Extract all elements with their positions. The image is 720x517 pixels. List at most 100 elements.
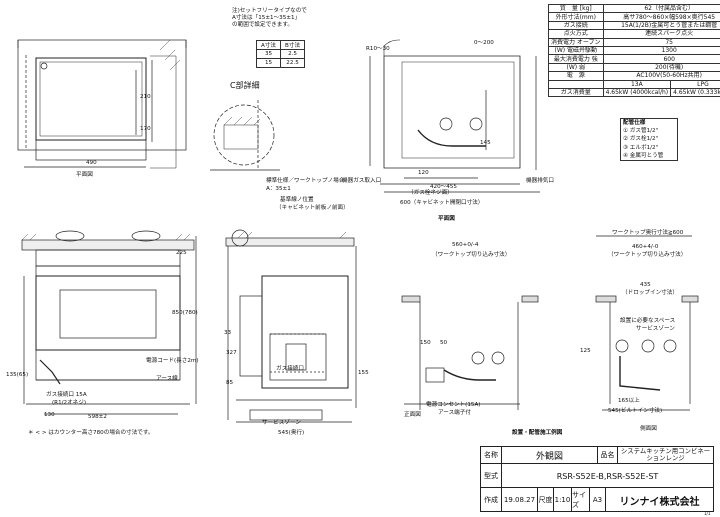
name-label: 名称 [481, 447, 501, 463]
worktop-depth-label: ワークトップ奥行寸法≧600 [612, 230, 683, 237]
service-zone-label: サービスゾーン [262, 420, 301, 427]
spec-row: 質 量 [kg]62（付属品含む） [549, 5, 720, 13]
title-row-model: 型式 RSR-S52E-B,RSR-S52E-ST [481, 463, 713, 488]
spec-key: 質 量 [kg] [549, 5, 604, 13]
service-zone-label-2: サービスゾーン [636, 326, 675, 333]
std-spec-label: 標準仕様／ワークトップノ場合 [266, 178, 344, 185]
spec-value: 15A(1/2B)金属可とう管または鋼管 [603, 21, 720, 29]
ab-header: B寸法 [281, 41, 305, 50]
dim-165: 165以上 [618, 398, 640, 405]
spec-key: (W) 電磁弁駆動 [549, 46, 604, 54]
dim-170: 170 [140, 126, 151, 133]
dim-327: 327 [226, 350, 237, 357]
gas-conn-label: ガス接続口 15A [46, 392, 87, 399]
spec-value: 高サ780～860×幅598×奥行545 [603, 13, 720, 21]
legend-item: ③ エルボ1/2" [623, 144, 675, 152]
worktop-cut-label: （ワークトップ切り込み寸法） [432, 252, 510, 259]
spec-value: 4.65kW (4000kcal/h) [603, 88, 671, 96]
spec-key: ガス消費量 [549, 88, 604, 96]
dim-135: 135(65) [6, 372, 28, 379]
spec-value: 200(待機) [603, 63, 720, 71]
ab-header: A寸法 [257, 41, 281, 50]
spec-key: 電 源 [549, 72, 604, 80]
space-label: 設置に必要なスペース [620, 318, 675, 325]
ab-cell: 2.5 [281, 50, 305, 59]
legend-item: ① ガス管1/2" [623, 127, 675, 135]
name-value: 外観図 [501, 447, 597, 463]
spec-value: 13A [603, 80, 671, 88]
side-view-label: 側面図 [640, 426, 657, 433]
cabinet-width-label: 600（キャビネット開閉口寸法） [400, 200, 483, 207]
drop-in-label: （ドロップイン寸法） [622, 290, 678, 297]
r-dim-label: R10～30 [366, 46, 390, 53]
spec-value: 連続スパーク点火 [603, 30, 720, 38]
plan-view-label: 平面図 [76, 172, 93, 179]
base-pos-label: 基準線ノ位置 [280, 197, 314, 204]
spec-value: 62（付属品含む） [603, 5, 720, 13]
dim-33: 33 [224, 330, 231, 337]
spec-key: 消費電力 オーブン [549, 38, 604, 46]
note-bottom: ＊ < > はカウンター高さ780の場合の寸法です。 [28, 430, 154, 437]
product-value: システムキッチン用コンビネーションレンジ [617, 447, 713, 463]
scale-label: 尺度 [537, 488, 553, 512]
power-cord-label: 電源コード(長さ2m) [146, 358, 199, 365]
spec-value: 4.65kW (0.333kg/h) [671, 88, 720, 96]
spec-row: 外形寸法(mm)高サ780～860×幅598×奥行545 [549, 13, 720, 21]
dim-460: 460+4/-0 [632, 244, 658, 251]
spec-value: AC100V(50-60Hz共用) [603, 72, 720, 80]
size-value: A3 [589, 488, 605, 512]
spec-value: 600 [603, 55, 720, 63]
spec-key: 点火方式 [549, 30, 604, 38]
model-label: 型式 [481, 464, 501, 488]
plan-view-outline [18, 40, 186, 150]
legend-item: ④ 金属可とう管 [623, 152, 675, 160]
dim-150: 150 [420, 340, 431, 347]
spec-key: ガス接続 [549, 21, 604, 29]
spec-value: 75 [603, 38, 720, 46]
elec-outlet-label: 電源コンセント(15A) [426, 402, 480, 409]
earth-label: アース端子付 [438, 410, 471, 417]
title-row-name: 名称 外観図 品名 システムキッチン用コンビネーションレンジ [481, 447, 713, 463]
dim-155: 155 [358, 370, 369, 377]
heating-plan-label: 平面図 [438, 216, 455, 223]
legend-title: 配管仕様 [623, 119, 675, 127]
date-value: 19.08.27 [501, 488, 537, 512]
dim-210: 210 [140, 94, 151, 101]
spec-key: (W) 弱 [549, 63, 604, 71]
company-name: リンナイ株式会社 [605, 488, 713, 512]
dim-50: 50 [440, 340, 447, 347]
dim-598: 598±2 [88, 414, 107, 421]
earth-wire-label: アース線 [156, 376, 178, 383]
note-line: 注)セットフリータイプなので [232, 8, 307, 15]
d-dim-label: 0～200 [474, 40, 494, 47]
built-in-label: 545(ビルトイン寸法) [608, 408, 662, 415]
note-line: A寸法は「15±1～35±1」 [232, 15, 307, 22]
dim-130: 130 [44, 412, 55, 419]
dim-420-455: 420～455 [430, 184, 457, 191]
dim-125: 125 [580, 348, 591, 355]
dim-850: 850(780) [172, 310, 198, 317]
spec-table: 質 量 [kg]62（付属品含む）外形寸法(mm)高サ780～860×幅598×… [548, 4, 720, 97]
depth-label: 545(奥行) [278, 430, 304, 437]
exhaust-label: 機器排気口 [526, 178, 554, 185]
dim-490: 490 [86, 160, 97, 167]
product-label: 品名 [597, 447, 617, 463]
a-value-label: A：35±1 [266, 186, 291, 193]
spec-value: 1300 [603, 46, 720, 54]
dim-85: 85 [226, 380, 233, 387]
model-value: RSR-S52E-B,RSR-S52E-ST [501, 464, 713, 488]
dim-435: 435 [640, 282, 651, 289]
dim-225: 225 [176, 250, 187, 257]
dim-145: 145 [480, 140, 491, 147]
cabinet-front-label: （キャビネット前板ノ前面） [276, 205, 349, 212]
spec-key [549, 80, 604, 88]
note-line: の範囲で設定できます。 [232, 22, 307, 29]
